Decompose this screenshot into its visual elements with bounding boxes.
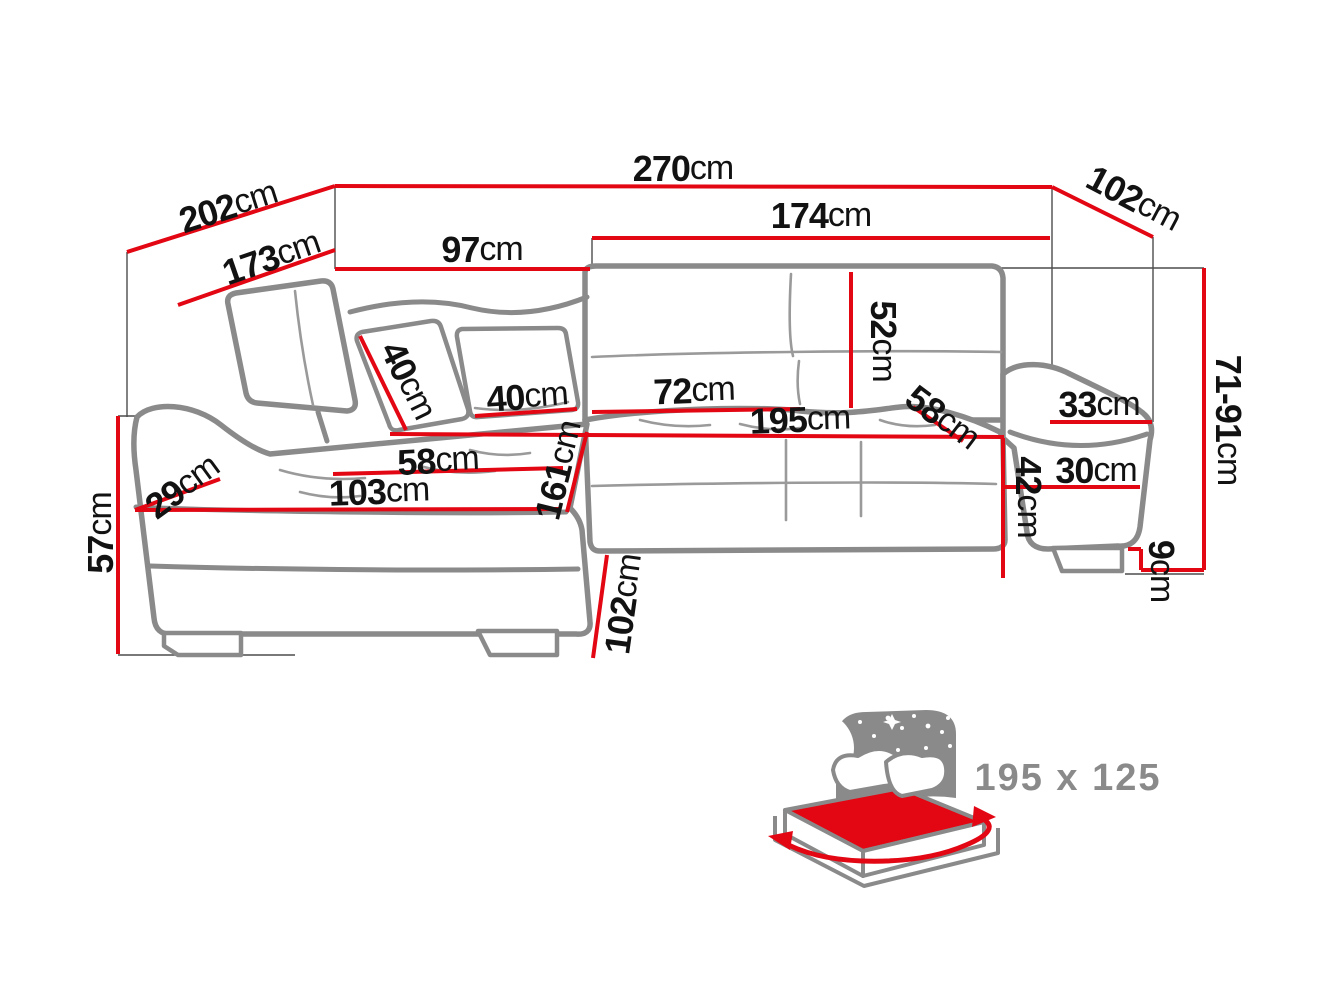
dim-57-label: 57cm (80, 492, 121, 573)
dim-33-label: 33cm (1058, 384, 1139, 425)
sofa-bed-function-icon: 195 x 125 (768, 710, 1161, 888)
dim-52-label: 52cm (864, 300, 905, 381)
back-tuft (796, 359, 802, 406)
unfold-arrow (778, 815, 992, 864)
right-arm (1000, 361, 1155, 552)
dim-195-label: 195cm (749, 397, 851, 441)
dim-30-label: 30cm (1055, 450, 1136, 491)
seat-tuft (298, 490, 362, 499)
chaise-back-edge (347, 294, 590, 316)
chaise-body (131, 403, 593, 637)
leg-middle (475, 628, 560, 658)
sleeping-area-size-label: 195 x 125 (974, 757, 1161, 799)
seat-tuft (468, 448, 532, 457)
dim-58-left-line (332, 466, 564, 476)
dim-103-line (134, 507, 561, 512)
leg-right (1050, 545, 1125, 574)
dim-71-91-label: 71-91cm (1209, 355, 1250, 485)
pillow-seam (473, 400, 570, 412)
seat-tuft (738, 422, 802, 431)
front-seam (590, 481, 998, 488)
dim-103-label: 103cm (328, 469, 430, 513)
dim-202-line (126, 184, 336, 254)
seat-tuft (638, 418, 712, 428)
dim-102-front-label: 102cm (596, 551, 651, 656)
dim-97-label: 97cm (441, 229, 522, 270)
bed-pillow-2 (884, 751, 949, 798)
dim-202-label: 202cm (174, 171, 282, 240)
dim-58-left-label: 58cm (396, 437, 479, 482)
arrowhead-left-icon (768, 831, 793, 850)
dim-173-line (177, 248, 336, 307)
pillow-1 (354, 318, 471, 433)
headrest-support (315, 409, 330, 444)
dim-58-right-line (911, 405, 965, 443)
leg-left (161, 630, 244, 658)
back-tuft (788, 272, 795, 358)
headrest (224, 278, 359, 414)
dim-102-front-line (591, 554, 609, 659)
dim-102-top-line (1051, 185, 1154, 239)
dim-72-line (591, 407, 801, 414)
dim-29-line (134, 477, 221, 512)
dim-270-label: 270cm (633, 148, 733, 189)
backrest-seam (590, 349, 1003, 359)
dim-40-seat-label: 40cm (485, 373, 569, 420)
dimension-lines (116, 184, 1206, 659)
dim-9-label: 9cm (1142, 540, 1183, 602)
headrest-crease (293, 289, 315, 407)
seat-tuft (878, 418, 937, 428)
dim-40-pillow-line (358, 335, 408, 431)
arm-roll-line (1007, 429, 1150, 448)
dim-195-line (389, 432, 1005, 439)
seat-tuft (278, 468, 367, 481)
chaise-base-crease (147, 563, 581, 573)
arrowhead-right-icon (972, 806, 996, 827)
dim-174-label: 174cm (771, 195, 871, 236)
dim-42-label: 42cm (1009, 456, 1050, 537)
dim-40-seat-line (474, 407, 578, 418)
projection-lines (118, 186, 1204, 656)
dim-72-label: 72cm (653, 368, 736, 412)
dim-161-line (565, 431, 589, 513)
dim-270-line (334, 184, 1053, 189)
upholstery-seams (278, 272, 1003, 522)
